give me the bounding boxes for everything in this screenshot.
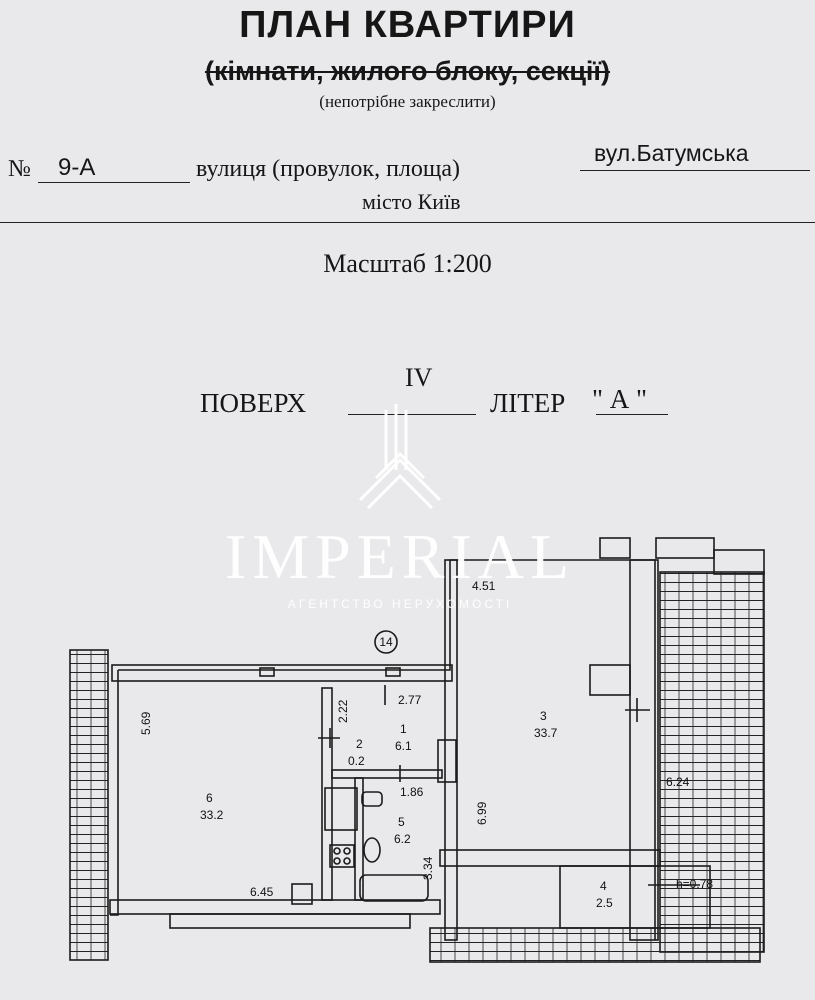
dim-5-69: 5.69 bbox=[139, 711, 153, 735]
section-marker-number: 14 bbox=[379, 635, 393, 649]
section-marker bbox=[374, 630, 398, 654]
letter-label: ЛІТЕР bbox=[490, 388, 566, 418]
room-1-area: 6.1 bbox=[395, 739, 412, 753]
right-exterior-wall bbox=[659, 571, 765, 953]
room-6-area: 33.2 bbox=[200, 808, 224, 822]
room-3-number: 3 bbox=[540, 709, 547, 723]
left-exterior-wall bbox=[69, 649, 109, 961]
radiator-icon bbox=[291, 883, 313, 905]
dim-2-77: 2.77 bbox=[398, 693, 422, 707]
floor-label: ПОВЕРХ bbox=[200, 388, 307, 418]
dim-6-99: 6.99 bbox=[475, 801, 489, 825]
document-subtitle: (кімнати, жилого блоку, секції) bbox=[204, 56, 611, 86]
letter-value: " А " bbox=[592, 384, 648, 414]
number-underline bbox=[38, 182, 190, 183]
dim-3-34: 3.34 bbox=[421, 856, 435, 880]
vent-block-icon bbox=[589, 664, 631, 696]
outer-wall-top bbox=[118, 559, 656, 940]
dim-1-86: 1.86 bbox=[400, 785, 424, 799]
stove-icon bbox=[324, 787, 358, 831]
document-title: ПЛАН КВАРТИРИ bbox=[239, 4, 576, 46]
dim-2-22: 2.22 bbox=[336, 699, 350, 723]
bottom-wall-left bbox=[109, 899, 441, 915]
address-underline bbox=[0, 222, 815, 223]
partition-bath-top bbox=[331, 769, 443, 779]
partition-bath-left bbox=[321, 687, 333, 901]
street-underline bbox=[580, 170, 810, 171]
room-5-number: 5 bbox=[398, 815, 405, 829]
dim-6-24: 6.24 bbox=[666, 775, 690, 789]
strike-note: (непотрібне закреслити) bbox=[319, 92, 496, 111]
floor-plan: 14 4.51 5.69 2.22 2.77 1 6.1 2 0.2 1.86 … bbox=[69, 537, 765, 963]
top-wall-band bbox=[111, 664, 453, 682]
height-mark: h=0.78 bbox=[676, 877, 713, 891]
street-label: вулиця (провулок, площа) bbox=[196, 156, 461, 182]
room-1-number: 1 bbox=[400, 722, 407, 736]
number-label: № bbox=[8, 156, 31, 182]
dim-6-45: 6.45 bbox=[250, 885, 274, 899]
toilet-icon bbox=[363, 837, 381, 863]
dim-4-51: 4.51 bbox=[472, 579, 496, 593]
city: місто Київ bbox=[362, 189, 461, 214]
room-5-area: 6.2 bbox=[394, 832, 411, 846]
floor-value: IV bbox=[405, 363, 433, 392]
street-value: вул.Батумська bbox=[594, 140, 749, 166]
room-6-number: 6 bbox=[206, 791, 213, 805]
floor-underline bbox=[348, 414, 476, 415]
room-3-area: 33.7 bbox=[534, 726, 558, 740]
bottom-hatched bbox=[429, 927, 761, 963]
bathtub-icon bbox=[359, 874, 429, 902]
bottom-wall-right bbox=[439, 849, 661, 867]
right-room-wall bbox=[629, 559, 659, 941]
room-2-area: 0.2 bbox=[348, 754, 365, 768]
room-4-number: 4 bbox=[600, 879, 607, 893]
room-2-number: 2 bbox=[356, 737, 363, 751]
scale-label: Масштаб 1:200 bbox=[323, 249, 492, 278]
letter-underline bbox=[596, 414, 668, 415]
number-value: 9-А bbox=[58, 154, 96, 181]
room-4-area: 2.5 bbox=[596, 896, 613, 910]
